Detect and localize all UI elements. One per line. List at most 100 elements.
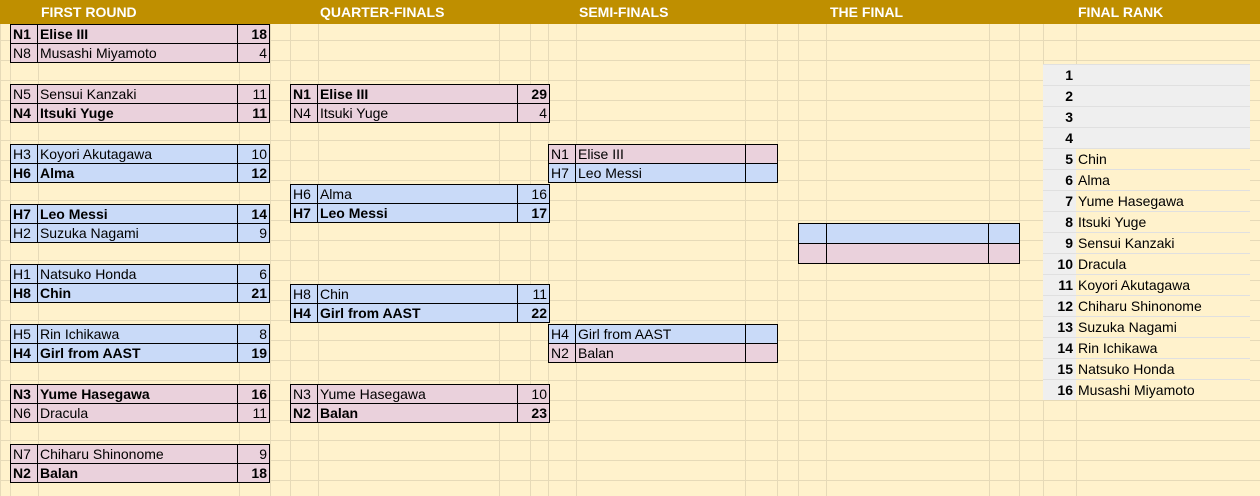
score-cell[interactable]: 23 (517, 403, 550, 423)
score-cell[interactable]: 11 (237, 84, 270, 104)
seed-cell[interactable]: H8 (290, 284, 318, 304)
name-cell[interactable]: Musashi Miyamoto (36, 43, 239, 63)
name-cell[interactable]: Girl from AAST (575, 324, 746, 344)
score-cell[interactable]: 21 (237, 283, 270, 303)
score-cell[interactable]: 16 (517, 184, 550, 204)
rank-row[interactable]: 2 (1043, 85, 1250, 107)
name-cell[interactable]: Rin Ichikawa (36, 324, 239, 344)
name-cell[interactable]: Elise III (316, 84, 519, 104)
name-cell[interactable]: Balan (36, 463, 239, 483)
score-cell[interactable]: 17 (517, 203, 550, 223)
rank-name[interactable]: Alma (1076, 169, 1250, 191)
score-cell[interactable]: 10 (517, 384, 550, 404)
score-cell[interactable]: 11 (237, 103, 270, 123)
seed-cell[interactable]: H7 (10, 204, 38, 224)
final-score-cell[interactable] (988, 223, 1020, 244)
name-cell[interactable]: Elise III (575, 144, 746, 164)
name-cell[interactable]: Girl from AAST (36, 343, 239, 363)
score-cell[interactable] (745, 144, 778, 164)
name-cell[interactable]: Leo Messi (316, 203, 519, 223)
score-cell[interactable] (745, 163, 778, 183)
name-cell[interactable]: Koyori Akutagawa (36, 144, 239, 164)
name-cell[interactable]: Yume Hasegawa (316, 384, 519, 404)
rank-name[interactable]: Suzuka Nagami (1076, 316, 1250, 338)
final-seed-cell[interactable] (798, 223, 827, 244)
seed-cell[interactable]: H5 (10, 324, 38, 344)
rank-name[interactable]: Chin (1076, 148, 1250, 170)
rank-name[interactable]: Chiharu Shinonome (1076, 295, 1250, 317)
rank-name[interactable] (1076, 64, 1250, 86)
seed-cell[interactable]: N3 (290, 384, 318, 404)
seed-cell[interactable]: N4 (290, 103, 318, 123)
rank-row[interactable]: 1 (1043, 64, 1250, 86)
score-cell[interactable]: 18 (237, 463, 270, 483)
seed-cell[interactable]: N8 (10, 43, 38, 63)
rank-row[interactable]: 4 (1043, 127, 1250, 149)
final-score-cell[interactable] (988, 243, 1020, 264)
rank-name[interactable]: Rin Ichikawa (1076, 337, 1250, 359)
seed-cell[interactable]: N2 (290, 403, 318, 423)
rank-name[interactable]: Yume Hasegawa (1076, 190, 1250, 212)
seed-cell[interactable]: H3 (10, 144, 38, 164)
rank-name[interactable]: Itsuki Yuge (1076, 211, 1250, 233)
score-cell[interactable]: 9 (237, 444, 270, 464)
seed-cell[interactable]: H6 (290, 184, 318, 204)
name-cell[interactable]: Yume Hasegawa (36, 384, 239, 404)
final-slot-top[interactable] (798, 223, 1020, 244)
score-cell[interactable]: 10 (237, 144, 270, 164)
name-cell[interactable]: Leo Messi (575, 163, 746, 183)
seed-cell[interactable]: H4 (10, 343, 38, 363)
score-cell[interactable]: 19 (237, 343, 270, 363)
rank-name[interactable] (1076, 106, 1250, 128)
seed-cell[interactable]: N1 (10, 24, 38, 44)
name-cell[interactable]: Suzuka Nagami (36, 223, 239, 243)
final-name-cell[interactable] (825, 223, 990, 244)
score-cell[interactable] (745, 324, 778, 344)
name-cell[interactable]: Chin (316, 284, 519, 304)
seed-cell[interactable]: N3 (10, 384, 38, 404)
rank-name[interactable] (1076, 127, 1250, 149)
score-cell[interactable]: 12 (237, 163, 270, 183)
seed-cell[interactable]: N1 (548, 144, 576, 164)
final-seed-cell[interactable] (798, 243, 827, 264)
score-cell[interactable]: 14 (237, 204, 270, 224)
score-cell[interactable]: 11 (517, 284, 550, 304)
name-cell[interactable]: Itsuki Yuge (36, 103, 239, 123)
score-cell[interactable]: 16 (237, 384, 270, 404)
seed-cell[interactable]: H7 (290, 203, 318, 223)
score-cell[interactable]: 4 (517, 103, 550, 123)
rank-name[interactable]: Dracula (1076, 253, 1250, 275)
seed-cell[interactable]: N6 (10, 403, 38, 423)
name-cell[interactable]: Alma (36, 163, 239, 183)
score-cell[interactable]: 4 (237, 43, 270, 63)
score-cell[interactable]: 22 (517, 303, 550, 323)
rank-row[interactable]: 3 (1043, 106, 1250, 128)
name-cell[interactable]: Balan (575, 343, 746, 363)
